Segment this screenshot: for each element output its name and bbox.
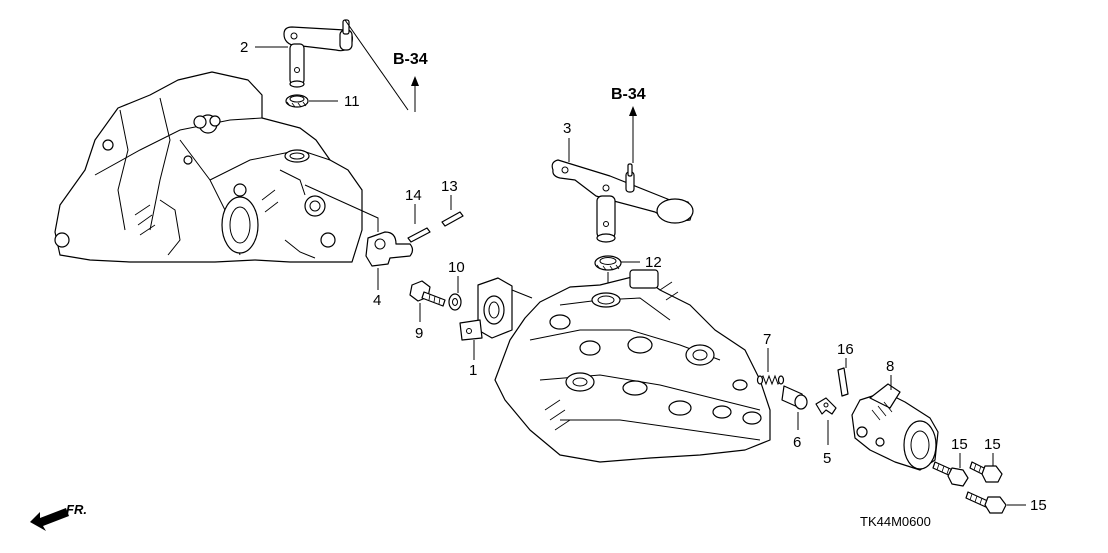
part-1-interlock	[459, 277, 513, 341]
part-16-pin	[837, 367, 849, 397]
reference-label-right: B-34	[611, 86, 646, 103]
diagram-code: TK44M0600	[860, 514, 931, 529]
callout-9: 9	[415, 325, 423, 342]
callout-7: 7	[763, 331, 771, 348]
part-5-clip	[815, 397, 837, 415]
reference-arrow-right	[629, 106, 637, 163]
reference-arrow-left	[411, 76, 419, 112]
callout-14: 14	[405, 187, 422, 204]
callout-15-b: 15	[984, 436, 1001, 453]
part-9-bolt	[409, 280, 446, 307]
front-direction-label: FR.	[66, 502, 87, 517]
callout-8: 8	[886, 358, 894, 375]
transmission-case	[494, 269, 771, 463]
part-7-spring	[756, 374, 785, 386]
callout-15-c: 15	[1030, 497, 1047, 514]
callout-15-a: 15	[951, 436, 968, 453]
part-13-pin	[441, 211, 464, 227]
part-11-oil-seal	[285, 94, 309, 108]
callout-3: 3	[563, 120, 571, 137]
part-15-bolt-a	[932, 461, 969, 487]
callout-5: 5	[823, 450, 831, 467]
callout-4: 4	[373, 292, 381, 309]
callout-10: 10	[448, 259, 465, 276]
part-14-pin	[407, 227, 431, 243]
callout-16: 16	[837, 341, 854, 358]
callout-2: 2	[240, 39, 248, 56]
callout-11: 11	[344, 93, 360, 110]
part-2-shift-lever	[283, 19, 353, 88]
callout-1: 1	[469, 362, 477, 379]
part-8-shift-sensor	[851, 383, 939, 471]
part-15-bolt-b	[969, 461, 1003, 483]
part-10-washer	[448, 293, 462, 311]
part-12-oil-seal	[594, 255, 622, 271]
callout-12: 12	[645, 254, 662, 271]
callout-6: 6	[793, 434, 801, 451]
part-3-shift-lever	[551, 159, 694, 243]
transmission-housing	[54, 71, 363, 263]
part-15-bolt-c	[965, 491, 1007, 514]
callout-13: 13	[441, 178, 458, 195]
front-direction-arrow	[30, 508, 69, 531]
part-6-plunger	[781, 385, 808, 410]
reference-label-left: B-34	[393, 51, 428, 68]
part-4-lever-arm	[365, 231, 414, 267]
